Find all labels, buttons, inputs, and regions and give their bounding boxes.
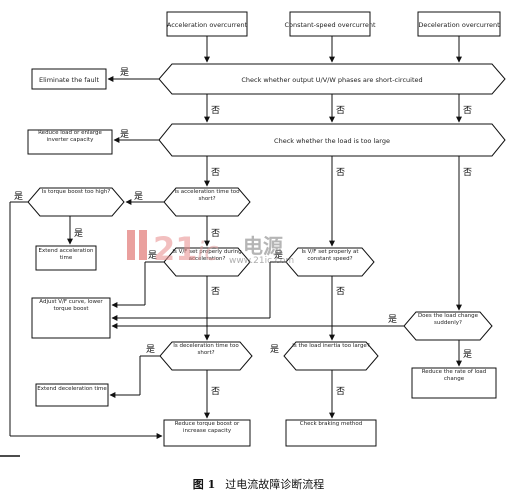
text-reduce-load: Reduce load or enlarge inverter capacity xyxy=(38,130,102,143)
label-yes-6: 是 xyxy=(148,250,157,261)
fault-box-accel xyxy=(166,11,248,37)
label-yes-4: 是 xyxy=(14,191,23,202)
text-inertia: Is the load inertia too large? xyxy=(292,343,370,349)
box-extend-decel xyxy=(35,383,109,407)
text-extend-decel: Extend deceleration time xyxy=(37,386,107,392)
box-reduce-load xyxy=(27,129,113,155)
box-reduce-rate xyxy=(411,367,497,399)
text-adjust-vf: Adjust V/F curve, lower torque boost xyxy=(39,299,103,312)
label-no-7: 否 xyxy=(211,228,220,239)
box-reduce-freq xyxy=(163,419,251,447)
figure-caption: 图 1 过电流故障诊断流程 xyxy=(0,476,517,492)
label-yes-11: 是 xyxy=(270,344,279,355)
box-check-brake xyxy=(285,419,377,447)
fault-box-const xyxy=(289,11,371,37)
label-no-9: 否 xyxy=(336,286,345,297)
label-yes-7: 是 xyxy=(274,250,283,261)
label-yes-5: 是 xyxy=(74,228,83,239)
text-reduce-rate: Reduce the rate of load change xyxy=(421,369,487,382)
label-yes-3: 是 xyxy=(134,191,143,202)
label-yes-2: 是 xyxy=(120,129,129,140)
text-eliminate: Eliminate the fault xyxy=(39,76,100,84)
label-no-2: 否 xyxy=(336,105,345,116)
text-uvw: Check whether output U/V/W phases are sh… xyxy=(241,76,422,84)
label-yes-8: 是 xyxy=(388,314,397,325)
text-accel-time: Is acceleration time too short? xyxy=(174,189,240,202)
label-no-5: 否 xyxy=(336,167,345,178)
box-extend-accel xyxy=(35,245,97,271)
text-fault-accel: Acceleration overcurrent xyxy=(167,21,248,29)
label-no-4: 否 xyxy=(211,167,220,178)
label-no-6: 否 xyxy=(463,167,472,178)
label-no-10: 否 xyxy=(211,386,220,397)
label-no-1: 否 xyxy=(211,105,220,116)
label-yes-9: 是 xyxy=(463,349,472,360)
box-adjust-vf xyxy=(31,297,111,339)
caption-text: 过电流故障诊断流程 xyxy=(225,478,325,491)
text-load-large: Check whether the load is too large xyxy=(274,137,390,145)
text-vf-accel: Is V/F set properly during acceleration? xyxy=(172,249,242,262)
decision-inertia xyxy=(283,341,379,371)
box-eliminate-fault xyxy=(31,68,107,90)
text-fault-decel: Deceleration overcurrent xyxy=(418,21,500,29)
label-no-3: 否 xyxy=(463,105,472,116)
text-decel-time: Is deceleration time too short? xyxy=(173,343,239,356)
caption-label: 图 1 xyxy=(192,478,216,491)
label-yes-1: 是 xyxy=(120,67,129,78)
label-yes-10: 是 xyxy=(146,344,155,355)
text-vf-const: Is V/F set properly at constant speed? xyxy=(301,249,359,262)
text-extend-accel: Extend acceleration time xyxy=(38,248,94,261)
label-no-11: 否 xyxy=(336,386,345,397)
text-torque: Is torque boost too high? xyxy=(41,189,111,195)
label-no-8: 否 xyxy=(211,286,220,297)
text-fault-const: Constant-speed overcurrent xyxy=(284,21,376,29)
text-reduce-freq: Reduce torque boost or increase capacity xyxy=(174,421,240,434)
text-load-sudden: Does the load change suddenly? xyxy=(417,313,479,326)
text-check-brake: Check braking method xyxy=(299,421,363,427)
